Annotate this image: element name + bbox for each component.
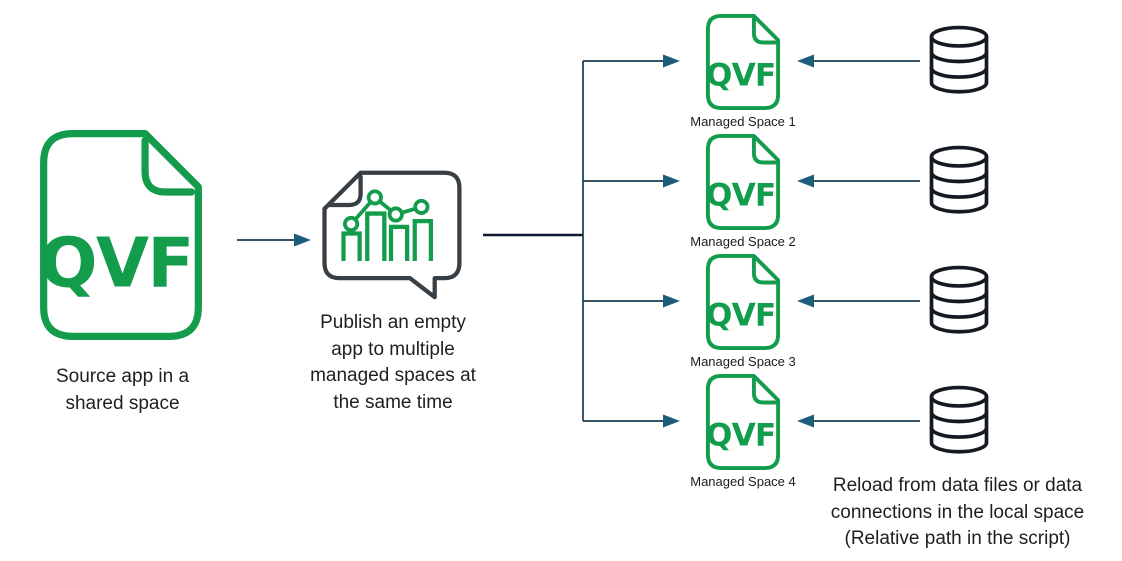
managed-qvf-file-icon-4: QVF [706, 374, 781, 470]
managed-qvf-label-4: QVF [706, 417, 776, 453]
bar-line-chart-icon [341, 189, 434, 262]
arrow-to-managed-space-1 [583, 54, 680, 68]
managed-space-2-caption: Managed Space 2 [690, 234, 796, 249]
arrow-db-to-qvf-2 [797, 174, 920, 188]
chart-speech-bubble-icon [322, 170, 462, 300]
managed-space-4-caption: Managed Space 4 [690, 474, 796, 489]
managed-space-3-caption: Managed Space 3 [690, 354, 796, 369]
managed-space-1-caption: Managed Space 1 [690, 114, 796, 129]
database-icon-3 [929, 265, 989, 334]
arrow-db-to-qvf-3 [797, 294, 920, 308]
arrow-db-to-qvf-1 [797, 54, 920, 68]
database-icon-2 [929, 145, 989, 214]
managed-qvf-file-icon-1: QVF [706, 14, 781, 110]
source-qvf-label: QVF [39, 224, 192, 304]
publish-caption: Publish an empty app to multiple managed… [310, 312, 476, 413]
managed-qvf-label-2: QVF [706, 177, 776, 213]
managed-qvf-label-1: QVF [706, 57, 776, 93]
source-qvf-file-icon: QVF [39, 129, 202, 341]
managed-qvf-file-icon-3: QVF [706, 254, 781, 350]
database-icon-1 [929, 25, 989, 94]
source-app-caption: Source app in a shared space [55, 366, 190, 414]
database-icon-4 [929, 385, 989, 454]
arrow-source-to-publish [237, 233, 311, 247]
arrow-db-to-qvf-4 [797, 414, 920, 428]
arrow-to-managed-space-4 [583, 414, 680, 428]
arrow-to-managed-space-2 [583, 174, 680, 188]
reload-caption: Reload from data files or data connectio… [830, 475, 1085, 550]
arrow-to-managed-space-3 [583, 294, 680, 308]
managed-qvf-file-icon-2: QVF [706, 134, 781, 230]
managed-qvf-label-3: QVF [706, 297, 776, 333]
